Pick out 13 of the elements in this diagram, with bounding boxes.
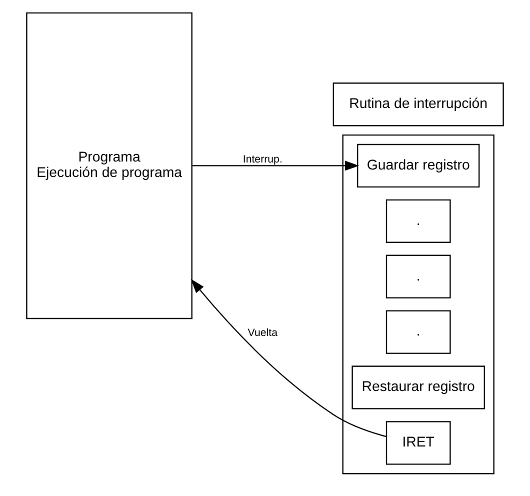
node-box: Programa Ejecución de programa [26,12,192,320]
node-box: . [386,199,451,243]
node-box: . [386,310,451,354]
node-box: Restaurar registro [352,366,485,410]
node-box: Guardar registro [357,144,480,188]
edge-label: Interrup. [242,153,282,166]
cluster [342,134,494,474]
arrow [192,160,360,171]
node-box: Rutina de interrupción [332,82,504,126]
node-box: IRET [386,421,451,465]
arrow [190,279,387,438]
node-box: . [386,254,451,298]
edge-label: Vuelta [248,326,278,339]
